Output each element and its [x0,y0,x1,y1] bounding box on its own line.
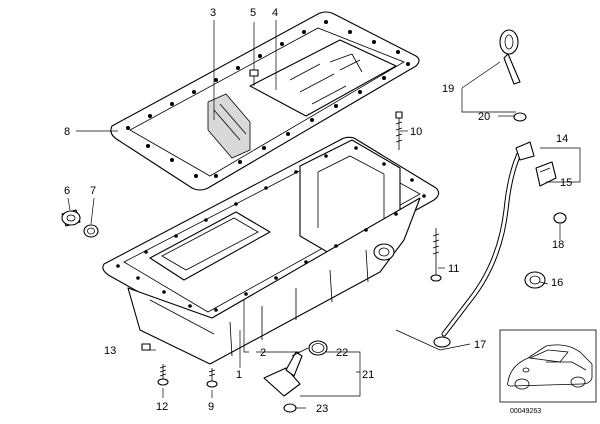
oil-baffle-bracket[interactable] [207,93,251,159]
callout-3: 3 [210,7,216,19]
callout-4: 4 [272,7,278,19]
oil-pan-gasket[interactable] [110,11,420,191]
bolt-part-10[interactable] [395,111,403,150]
clamp-part-16[interactable] [524,271,546,289]
bolt-part-11[interactable] [430,228,442,282]
oil-pan[interactable] [102,136,440,365]
dipstick-seal-part-20[interactable] [513,112,527,122]
callout-16: 16 [551,277,563,289]
nut-part-23[interactable] [283,403,297,413]
callout-6: 6 [64,185,70,197]
callout-23: 23 [316,403,328,415]
callout-18: 18 [552,239,564,251]
callout-21: 21 [362,369,374,381]
callout-13: 13 [104,345,116,357]
image-number: 00049263 [510,408,541,415]
dipstick-guide-tube[interactable] [441,141,535,337]
callout-14: 14 [556,133,568,145]
drain-plug[interactable] [61,209,81,227]
bolt-part-12[interactable] [157,364,169,386]
callout-11: 11 [448,263,459,275]
callout-labels: 3 5 4 8 6 7 10 11 19 20 14 15 18 16 17 1… [64,7,572,415]
callout-19: 19 [442,83,454,95]
dipstick-bracket-part-15[interactable] [535,161,557,187]
oil-pump-pickup[interactable] [263,347,309,397]
callout-9: 9 [208,401,214,413]
callout-2: 2 [260,347,266,359]
callout-1: 1 [236,369,242,381]
callout-17: 17 [474,339,486,351]
callout-20: 20 [478,111,490,123]
callout-7: 7 [90,185,96,197]
seal-part-17[interactable] [433,336,451,348]
o-ring-part-22[interactable] [308,340,328,356]
leader-lines [67,20,581,409]
callout-5: 5 [250,7,256,19]
callout-10: 10 [410,126,422,138]
bolt-part-9[interactable] [206,368,218,388]
vehicle-locator-thumbnail [499,329,597,403]
drain-plug-washer[interactable] [83,224,99,238]
callout-12: 12 [156,401,168,413]
callout-8: 8 [64,126,70,138]
dipstick-handle[interactable] [499,29,521,85]
callout-15: 15 [560,177,572,189]
nut-part-18[interactable] [553,212,567,224]
callout-22: 22 [336,347,348,359]
bolt-part-13[interactable] [141,343,151,351]
